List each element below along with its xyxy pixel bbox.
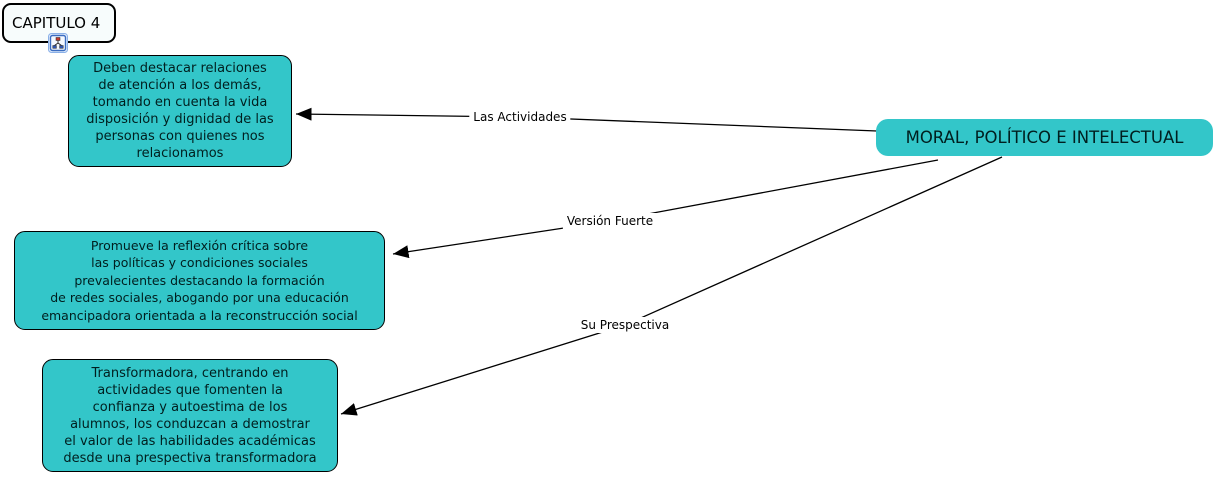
link-label-las-actividades[interactable]: Las Actividades xyxy=(469,109,571,125)
concept-node-main[interactable]: MORAL, POLÍTICO E INTELECTUAL xyxy=(876,119,1213,156)
concept-node-version-fuerte[interactable]: Promueve la reflexión crítica sobre las … xyxy=(14,231,385,330)
concept-text: Transformadora, centrando en actividades… xyxy=(63,365,317,466)
concept-text: Deben destacar relaciones de atención a … xyxy=(86,61,274,161)
link-label-su-prespectiva[interactable]: Su Prespectiva xyxy=(576,317,674,333)
chapter-title-node[interactable]: CAPITULO 4 xyxy=(2,3,116,43)
connector-las-actividades[interactable] xyxy=(295,107,878,132)
concept-map-resource-icon[interactable] xyxy=(48,33,68,53)
connector-version-fuerte[interactable] xyxy=(392,159,939,259)
connector-su-prespectiva[interactable] xyxy=(340,156,1003,416)
link-label-version-fuerte[interactable]: Versión Fuerte xyxy=(562,213,658,229)
main-node-label: MORAL, POLÍTICO E INTELECTUAL xyxy=(905,128,1184,147)
concept-node-actividades[interactable]: Deben destacar relaciones de atención a … xyxy=(68,55,292,167)
concept-node-prespectiva[interactable]: Transformadora, centrando en actividades… xyxy=(42,359,338,472)
concept-text: Promueve la reflexión crítica sobre las … xyxy=(41,237,358,323)
chapter-title-label: CAPITULO 4 xyxy=(12,14,101,32)
